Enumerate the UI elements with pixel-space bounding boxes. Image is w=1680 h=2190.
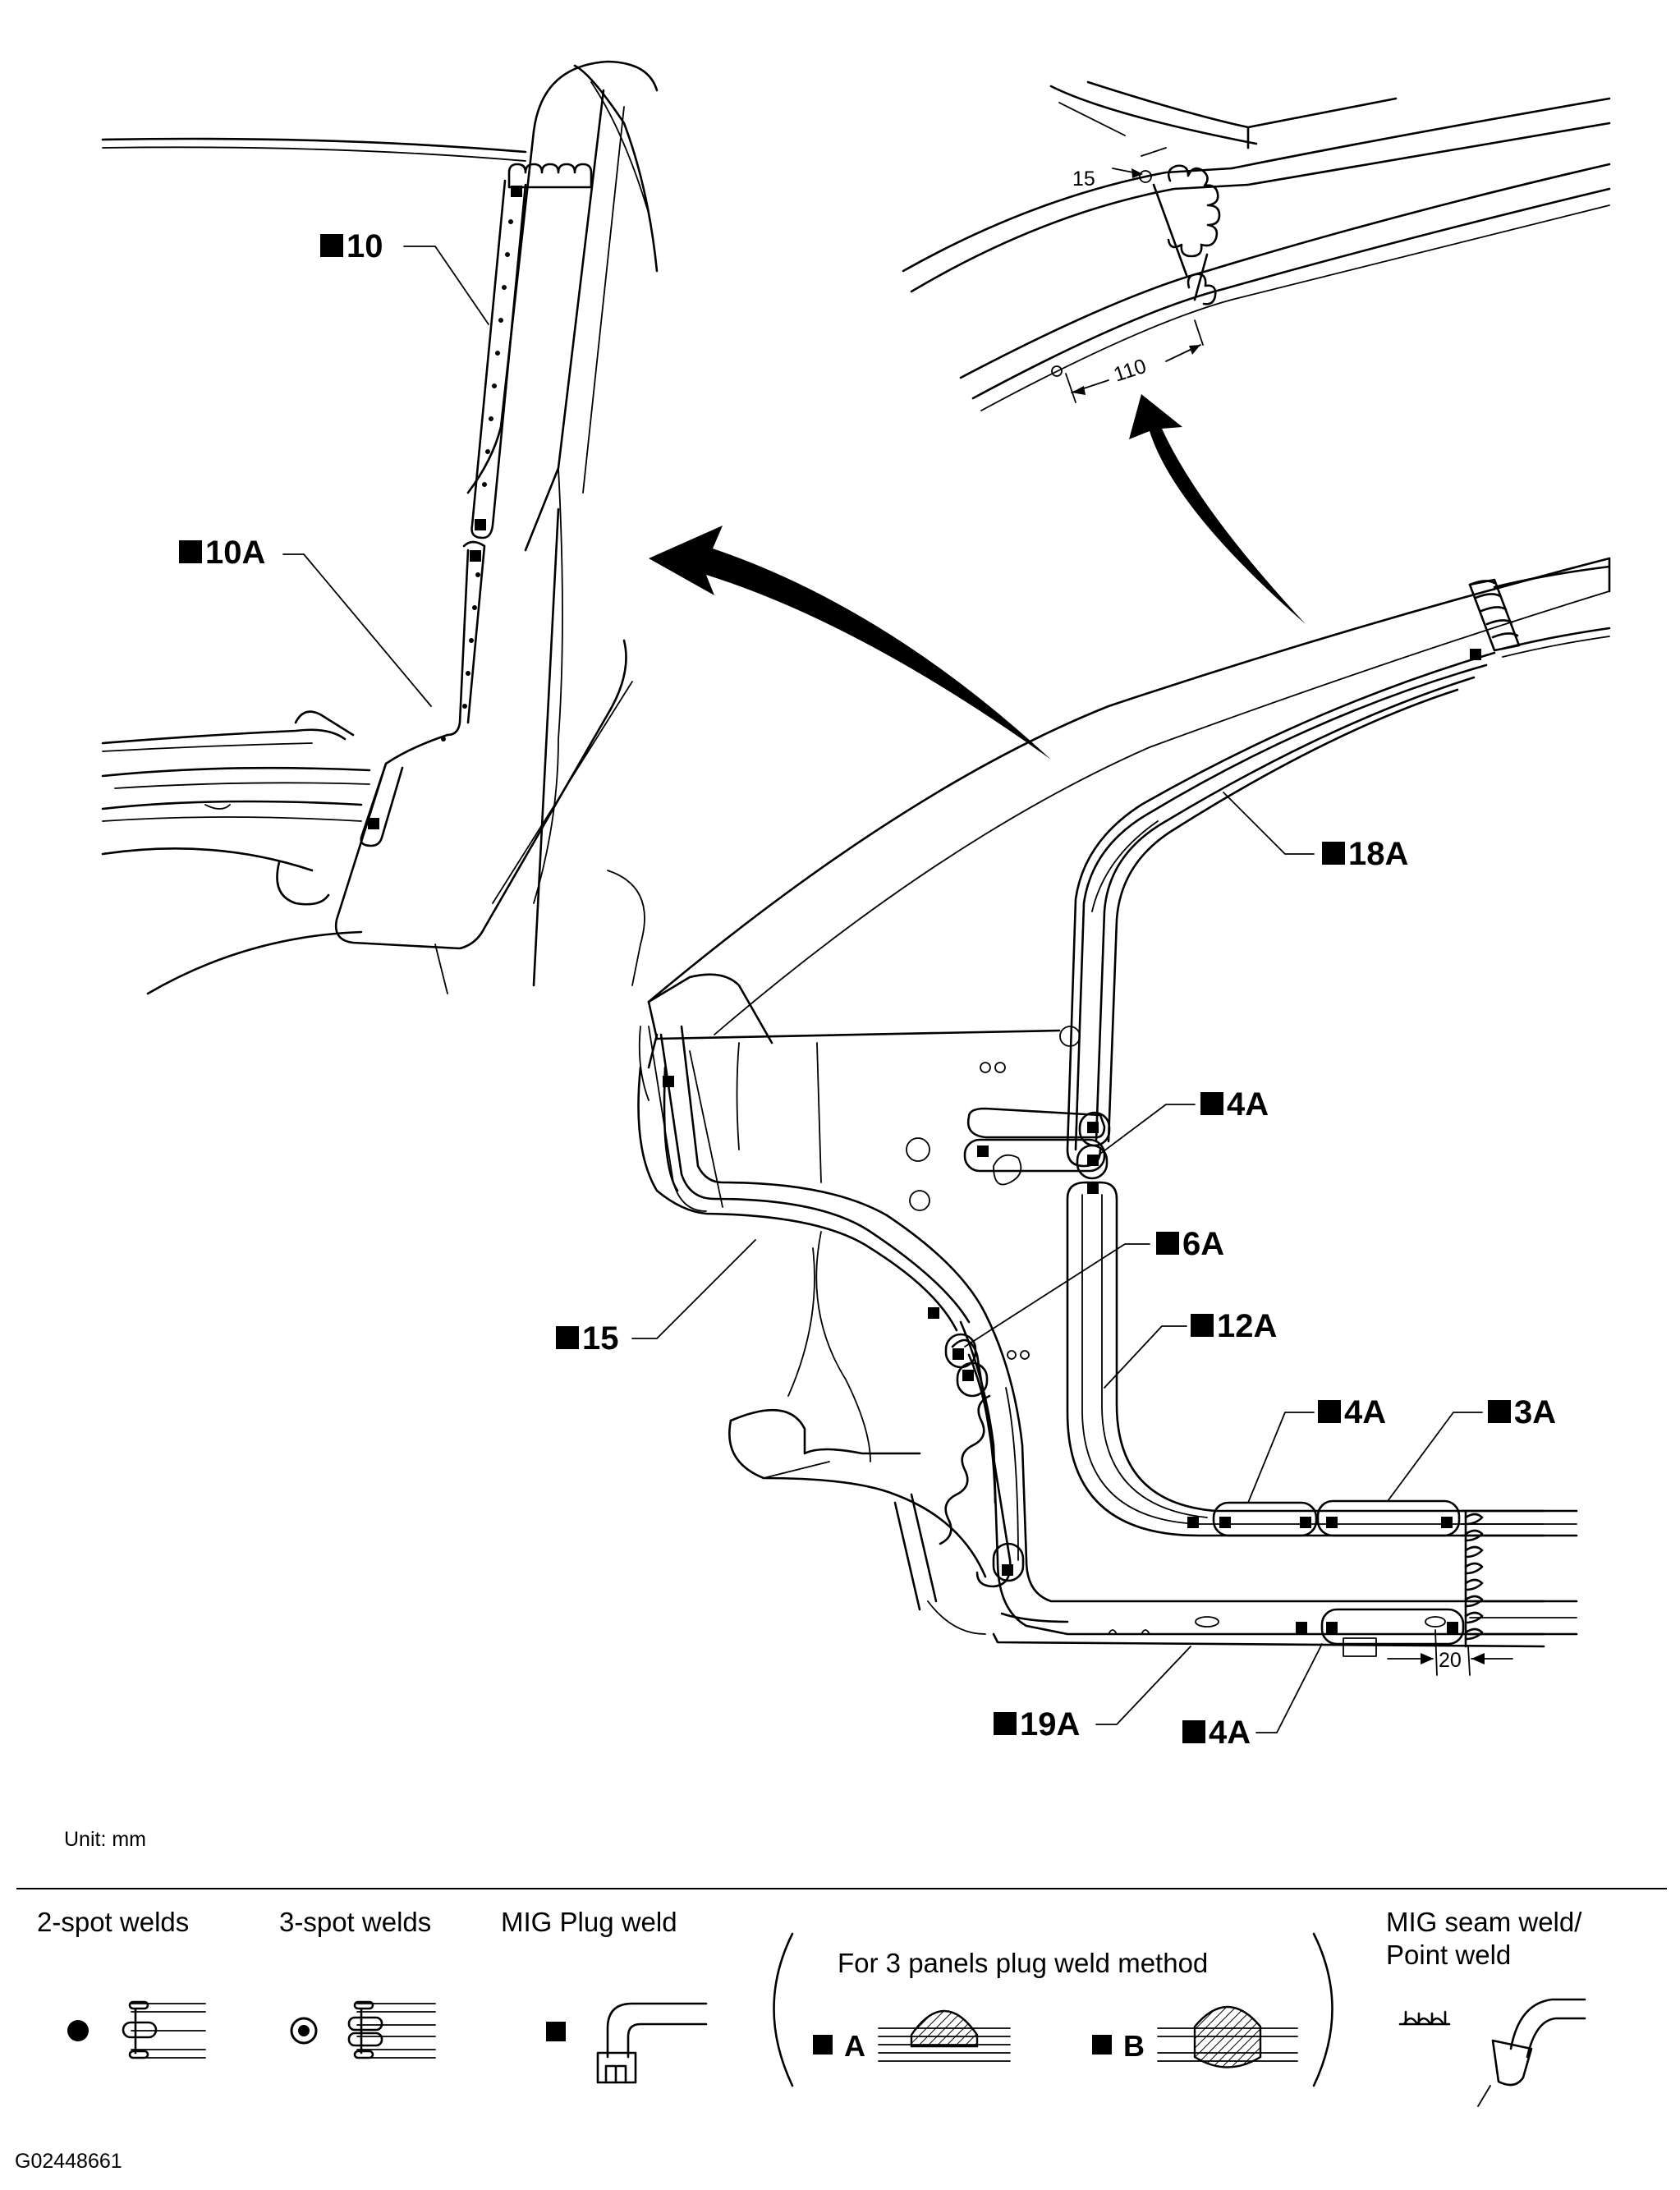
arrow-to-detail-right xyxy=(1129,394,1306,624)
seam-weld-rail-end xyxy=(1468,578,1521,652)
figure-id: G02448661 xyxy=(15,2150,122,2173)
callout-18a: 18A xyxy=(1223,792,1408,872)
svg-text:110: 110 xyxy=(1111,355,1150,387)
arrow-to-detail-left xyxy=(649,526,1051,760)
dimension-15: 15 xyxy=(1072,147,1167,191)
plug-weld-square xyxy=(1326,1517,1338,1528)
weld-strip-4a-bottom xyxy=(1320,1608,1465,1646)
plug-weld-square xyxy=(475,519,486,530)
seam-weld-rocker-end xyxy=(1464,1513,1484,1641)
svg-text:15: 15 xyxy=(582,1320,619,1357)
main-body-side-view: 20 xyxy=(637,557,1611,1676)
callout-15: 15 xyxy=(556,1239,756,1357)
plug-weld-square xyxy=(1087,1155,1099,1166)
callout-19a: 19A xyxy=(994,1646,1191,1742)
callout-4a-mid: 4A xyxy=(1247,1394,1386,1504)
svg-text:4A: 4A xyxy=(1344,1394,1386,1430)
svg-text:12A: 12A xyxy=(1217,1308,1277,1344)
plug-weld-method-b-icon: B xyxy=(1092,2005,1298,2068)
plug-weld-square xyxy=(1296,1622,1307,1633)
plug-weld-square xyxy=(1447,1622,1458,1633)
plug-weld-square xyxy=(1087,1182,1099,1194)
callout-4a-bottom: 4A xyxy=(1182,1643,1323,1751)
plug-weld-square xyxy=(1326,1622,1338,1633)
legend-2-spot-label: 2-spot welds xyxy=(37,1907,189,1937)
detail-view-roof-rail: 15 110 xyxy=(902,80,1611,411)
mig-seam-weld-icon xyxy=(1398,1998,1586,2107)
plug-weld-method-a-icon: A xyxy=(813,2010,1011,2063)
callout-6a: 6A xyxy=(964,1226,1224,1348)
spot-weld-dots xyxy=(441,219,513,741)
callout-10a: 10A xyxy=(179,535,432,707)
left-paren xyxy=(773,1932,794,2087)
svg-text:19A: 19A xyxy=(1020,1706,1080,1742)
svg-text:A: A xyxy=(844,2029,865,2063)
svg-text:B: B xyxy=(1123,2029,1145,2063)
svg-text:15: 15 xyxy=(1072,168,1095,191)
right-paren xyxy=(1312,1932,1333,2087)
plug-weld-square xyxy=(977,1146,989,1157)
callout-10: 10 xyxy=(320,228,489,325)
mig-plug-weld-icon xyxy=(546,2002,708,2084)
detail-view-a-pillar xyxy=(101,60,659,995)
svg-text:10: 10 xyxy=(347,228,383,264)
callout-12a: 12A xyxy=(1104,1308,1277,1389)
legend-mig-plug-label: MIG Plug weld xyxy=(501,1907,677,1937)
plug-weld-square xyxy=(1002,1564,1013,1576)
legend: 2-spot welds 3-spot welds MIG Plug weld xyxy=(37,1907,1586,2107)
three-spot-weld-icon xyxy=(290,2000,436,2059)
legend-mig-seam-label-2: Point weld xyxy=(1386,1940,1511,1970)
two-spot-weld-icon xyxy=(67,2000,206,2059)
weld-strip-4a-mid xyxy=(1212,1501,1318,1537)
plug-weld-square xyxy=(1187,1517,1199,1528)
legend-mig-seam-label-1: MIG seam weld/ xyxy=(1386,1907,1582,1937)
plug-weld-square xyxy=(1087,1122,1099,1133)
plug-weld-square xyxy=(952,1348,964,1360)
plug-weld-square xyxy=(962,1370,974,1381)
weld-strip-4a-top xyxy=(963,1138,1106,1173)
svg-text:18A: 18A xyxy=(1348,836,1408,872)
dimension-20: 20 xyxy=(1387,1629,1513,1676)
plug-weld-square xyxy=(470,550,481,562)
callout-3a: 3A xyxy=(1387,1394,1556,1502)
seam-weld-roof-rail xyxy=(1167,164,1221,305)
svg-text:6A: 6A xyxy=(1182,1226,1224,1262)
svg-text:4A: 4A xyxy=(1227,1086,1269,1123)
seam-weld-top-detail xyxy=(507,163,593,189)
unit-label: Unit: mm xyxy=(64,1828,146,1851)
svg-text:3A: 3A xyxy=(1514,1394,1556,1430)
legend-3-spot-label: 3-spot welds xyxy=(279,1907,431,1937)
plug-weld-square xyxy=(928,1307,939,1319)
dimension-110: 110 xyxy=(1065,319,1204,403)
plug-weld-square xyxy=(511,186,522,197)
svg-text:10A: 10A xyxy=(205,535,265,571)
svg-text:4A: 4A xyxy=(1209,1715,1251,1751)
legend-three-panel-title: For 3 panels plug weld method xyxy=(838,1948,1208,1978)
weld-strip-3a xyxy=(1316,1499,1461,1537)
plug-weld-square xyxy=(1219,1517,1231,1528)
plug-weld-square xyxy=(368,818,379,829)
svg-text:20: 20 xyxy=(1439,1649,1462,1672)
plug-weld-square xyxy=(1300,1517,1311,1528)
plug-weld-square xyxy=(1441,1517,1453,1528)
callout-4a-top: 4A xyxy=(1099,1086,1269,1155)
